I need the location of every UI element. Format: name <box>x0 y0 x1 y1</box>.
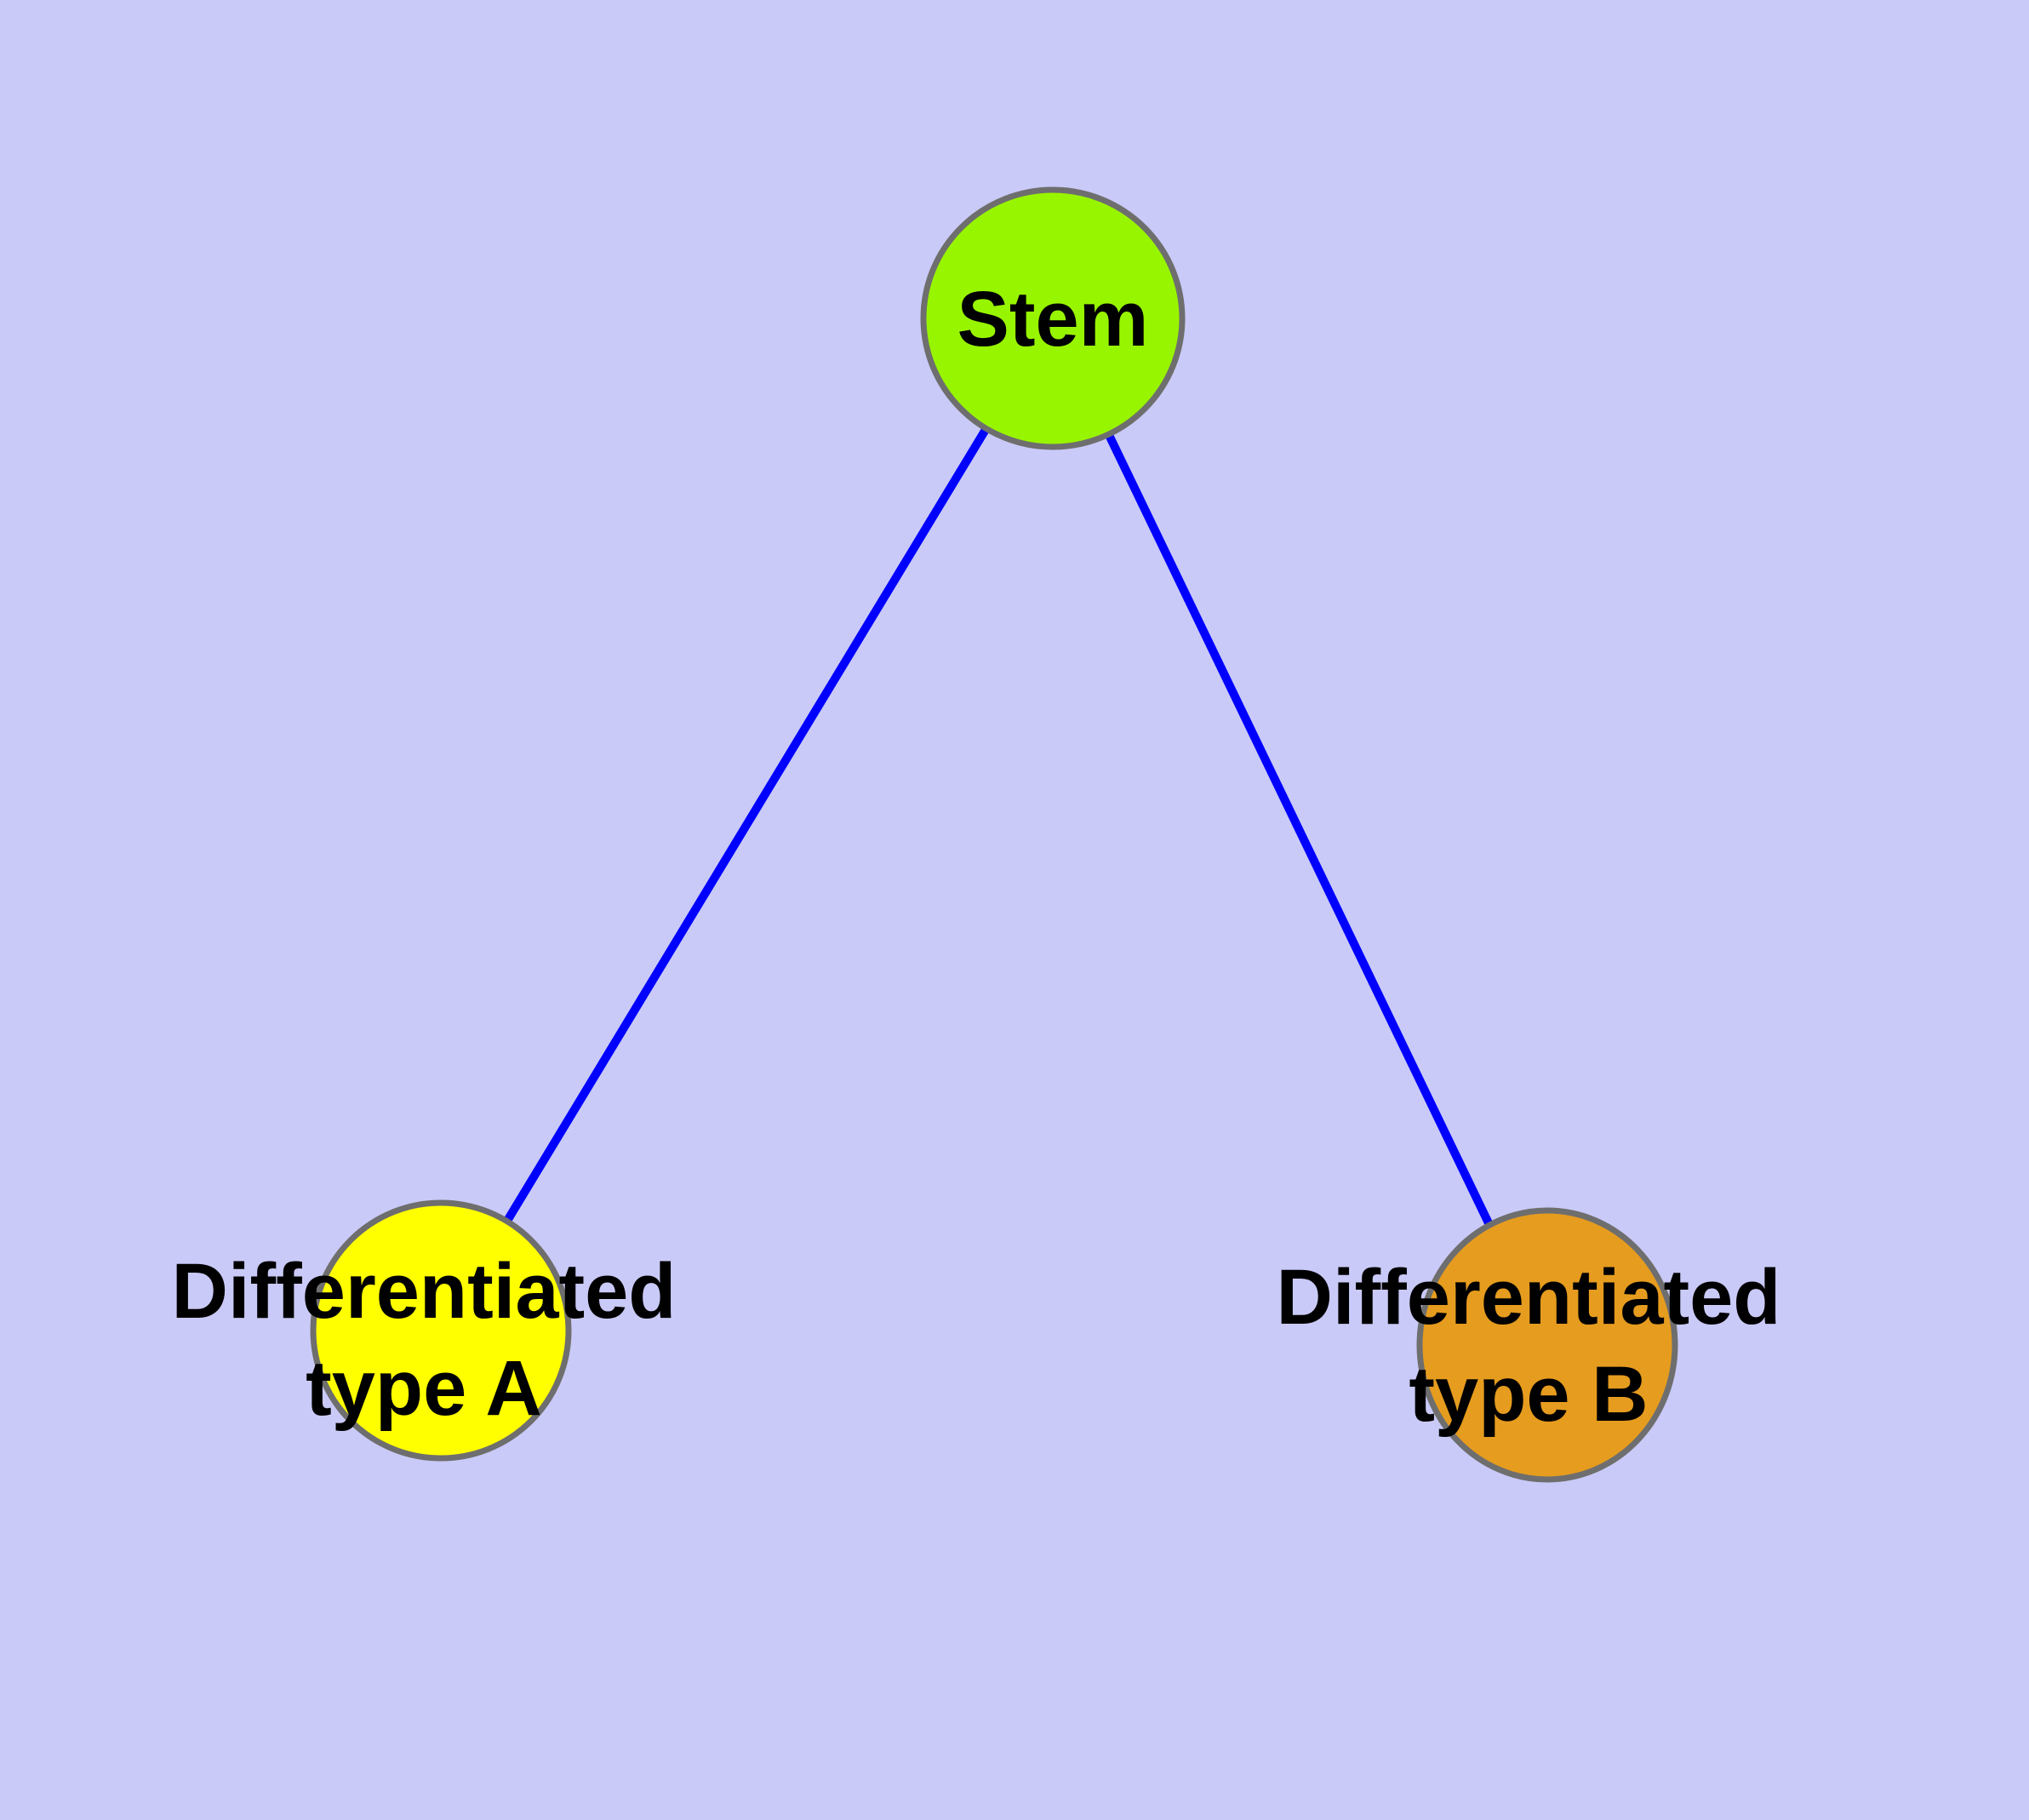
node-stem-circle[interactable] <box>920 186 1186 450</box>
edge-stem-to-type-b <box>1049 316 1552 1348</box>
node-type-a-label-line2: type A <box>306 1345 542 1432</box>
node-type-b-circle[interactable] <box>1416 1207 1678 1483</box>
node-type-b-label-line2: type B <box>1409 1351 1648 1438</box>
node-stem-label: Stem <box>957 276 1149 363</box>
node-type-b-label-line1: Differentiated <box>1277 1254 1781 1341</box>
node-type-a-label-line1: Differentiated <box>172 1248 677 1335</box>
node-stem[interactable]: Stem <box>920 186 1186 450</box>
edge-stem-to-type-a <box>437 316 1057 1333</box>
node-type-a-circle[interactable] <box>310 1199 572 1462</box>
node-differentiated-type-a[interactable]: Differentiated type A <box>172 1199 677 1462</box>
node-differentiated-type-b[interactable]: Differentiated type B <box>1277 1207 1781 1483</box>
